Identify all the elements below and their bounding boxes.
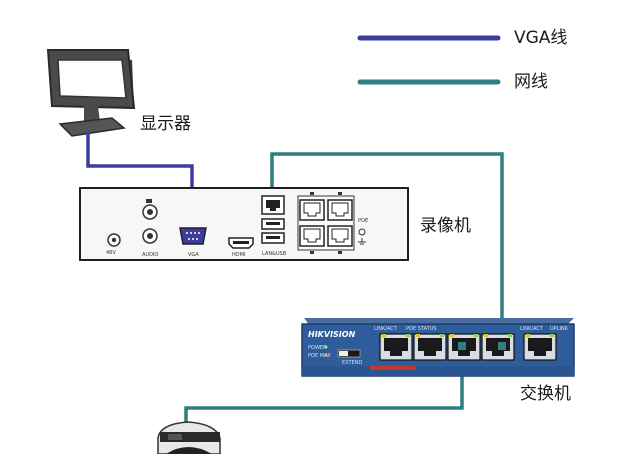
switch-uplink-port-icon xyxy=(523,333,557,361)
switch-label: 交换机 xyxy=(520,384,571,404)
lan-usb-port-label: LAN&USB xyxy=(262,251,287,257)
monitor-icon xyxy=(46,49,136,137)
switch-brand-label: HIKVISION xyxy=(308,330,356,339)
power-led-icon xyxy=(324,345,328,349)
poe-switch: HIKVISION POWER POE MAX EXTEND LINK/ACT … xyxy=(301,318,575,377)
port-group-1-label: LINK/ACT xyxy=(374,326,398,332)
extend-label: EXTEND xyxy=(342,360,362,366)
legend-vga-text: VGA线 xyxy=(514,28,568,48)
port-group-3-label: LINK/ACT xyxy=(520,326,544,332)
network-cable-switch-camera xyxy=(184,346,464,426)
legend-network-text: 网线 xyxy=(514,72,548,92)
switch-port-1-icon xyxy=(379,333,413,361)
switch-port-2-icon xyxy=(413,333,447,361)
audio-port-label: AUDIO xyxy=(142,252,158,258)
ground-screw-icon xyxy=(358,228,366,236)
dome-camera-icon xyxy=(157,421,221,455)
nvr-rear-panel: 48V AUDIO VGA HDMI LAN&USB xyxy=(79,187,409,261)
poe-label: POE xyxy=(358,218,368,224)
nvr-label: 录像机 xyxy=(420,216,471,236)
hdmi-port-label: HDMI xyxy=(232,252,245,258)
led-power-label: POWER xyxy=(308,345,327,351)
poe-max-led-icon xyxy=(324,353,328,357)
power-port-label: 48V xyxy=(106,250,116,256)
port-group-2-label: POE STATUS xyxy=(406,326,436,332)
led-poe-max-label: POE MAX xyxy=(308,353,331,359)
poe-port-block-icon xyxy=(297,192,355,254)
uplink-label: UPLINK xyxy=(550,326,569,332)
vga-port-label: VGA xyxy=(188,252,199,258)
extend-switch-toggle xyxy=(337,349,361,358)
network-cable-nvr-switch xyxy=(270,152,504,346)
vga-port-icon xyxy=(179,227,207,245)
monitor-label: 显示器 xyxy=(140,114,191,134)
